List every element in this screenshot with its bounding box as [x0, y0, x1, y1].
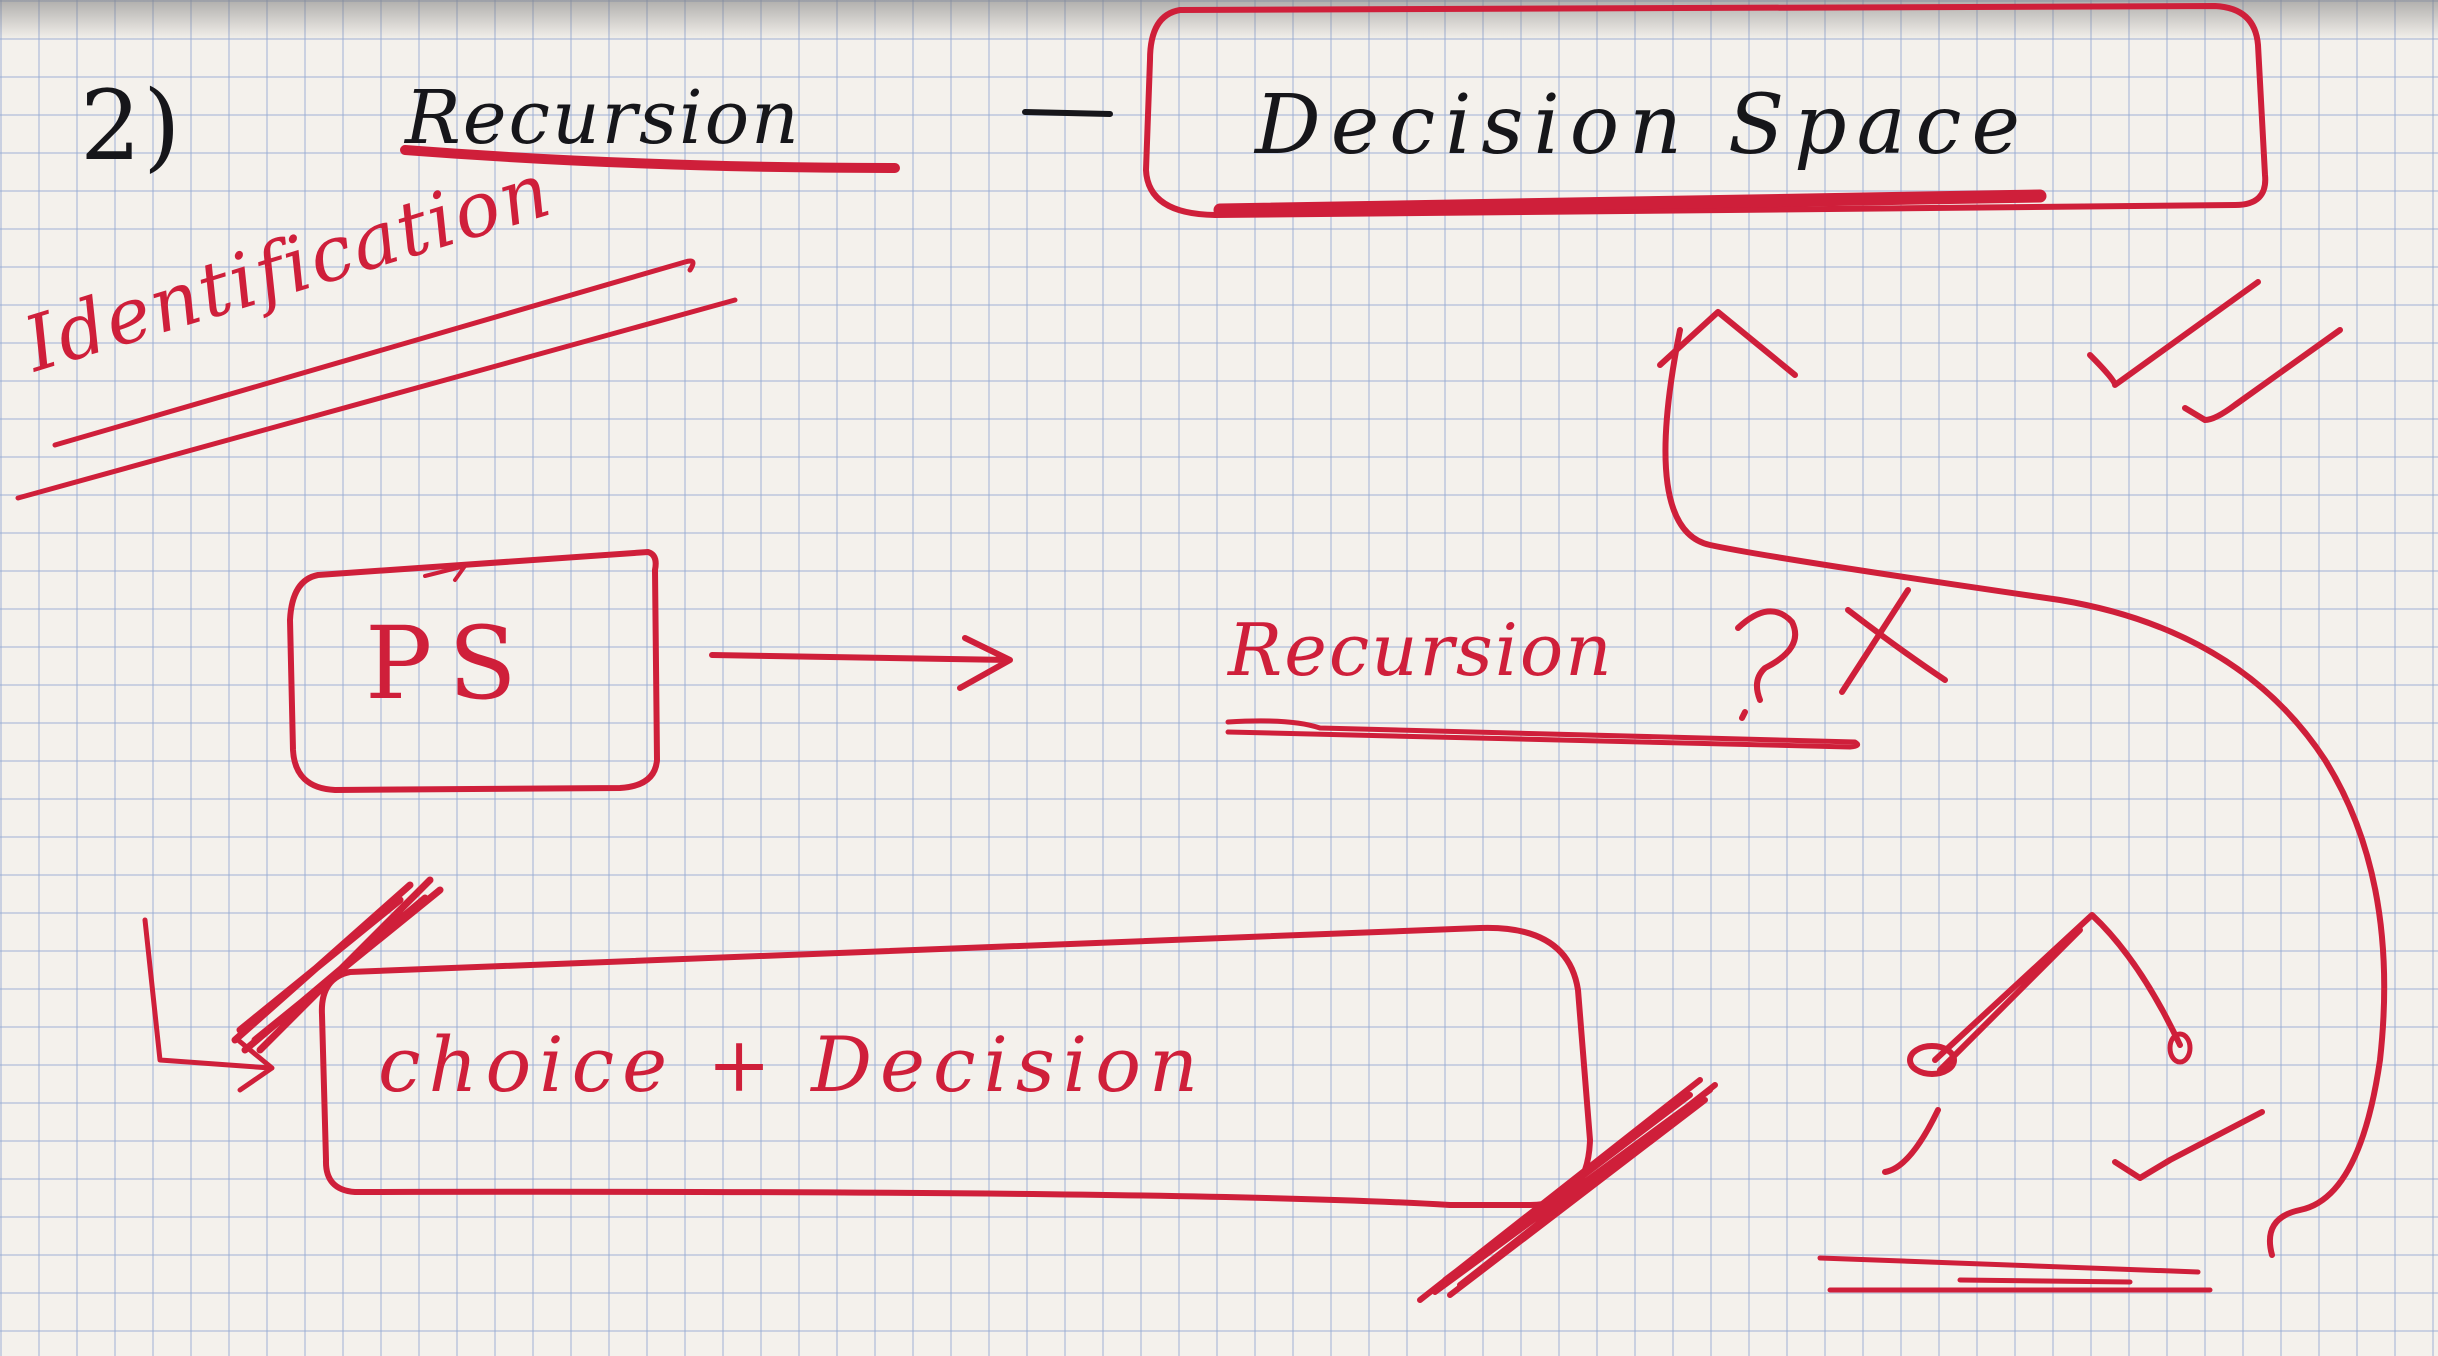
cross-mark: [1839, 587, 1948, 695]
decision-space-box: [1143, 3, 2269, 218]
tree-underline-2: [1827, 1277, 2213, 1293]
question-mark: [1735, 608, 1799, 721]
cut-mark-right: [1417, 1077, 1718, 1303]
identification-underline-1: [52, 258, 696, 448]
tree-node-left: [1907, 1043, 1957, 1077]
tree-node-right: [2167, 1031, 2193, 1065]
loop-arrowhead: [1657, 309, 1798, 378]
check-1: [2087, 279, 2261, 388]
choice-decision-label: choice + Decision: [378, 1020, 1206, 1109]
heading-word: Recursion: [405, 75, 801, 161]
identification-underline-2: [15, 297, 738, 501]
cut-mark-left: [231, 876, 444, 1054]
check-2: [2182, 327, 2343, 423]
entry-arrow: [142, 917, 275, 1093]
heading-dash: [1022, 109, 1113, 117]
section-number: 2): [80, 70, 183, 182]
decision-space-label: Decision Space: [1255, 78, 2030, 173]
recursion-target-underline: [1225, 718, 1861, 750]
ps-box: [287, 549, 660, 793]
recursion-underline: [400, 145, 900, 173]
tree-leaf-right: [2112, 1109, 2265, 1181]
loop-arrow: [1662, 327, 2388, 1258]
decision-space-underline: [1213, 189, 2047, 217]
ps-box-tick: [423, 564, 467, 582]
tree-sketch: [1932, 912, 2183, 1073]
tree-underline-1: [1817, 1255, 2201, 1275]
choice-decision-box: [318, 924, 1593, 1208]
recursion-target-label: Recursion: [1228, 608, 1614, 692]
flow-arrow: [709, 635, 1013, 691]
tree-leaf-left: [1882, 1107, 1941, 1175]
ps-label: PS: [365, 605, 533, 722]
